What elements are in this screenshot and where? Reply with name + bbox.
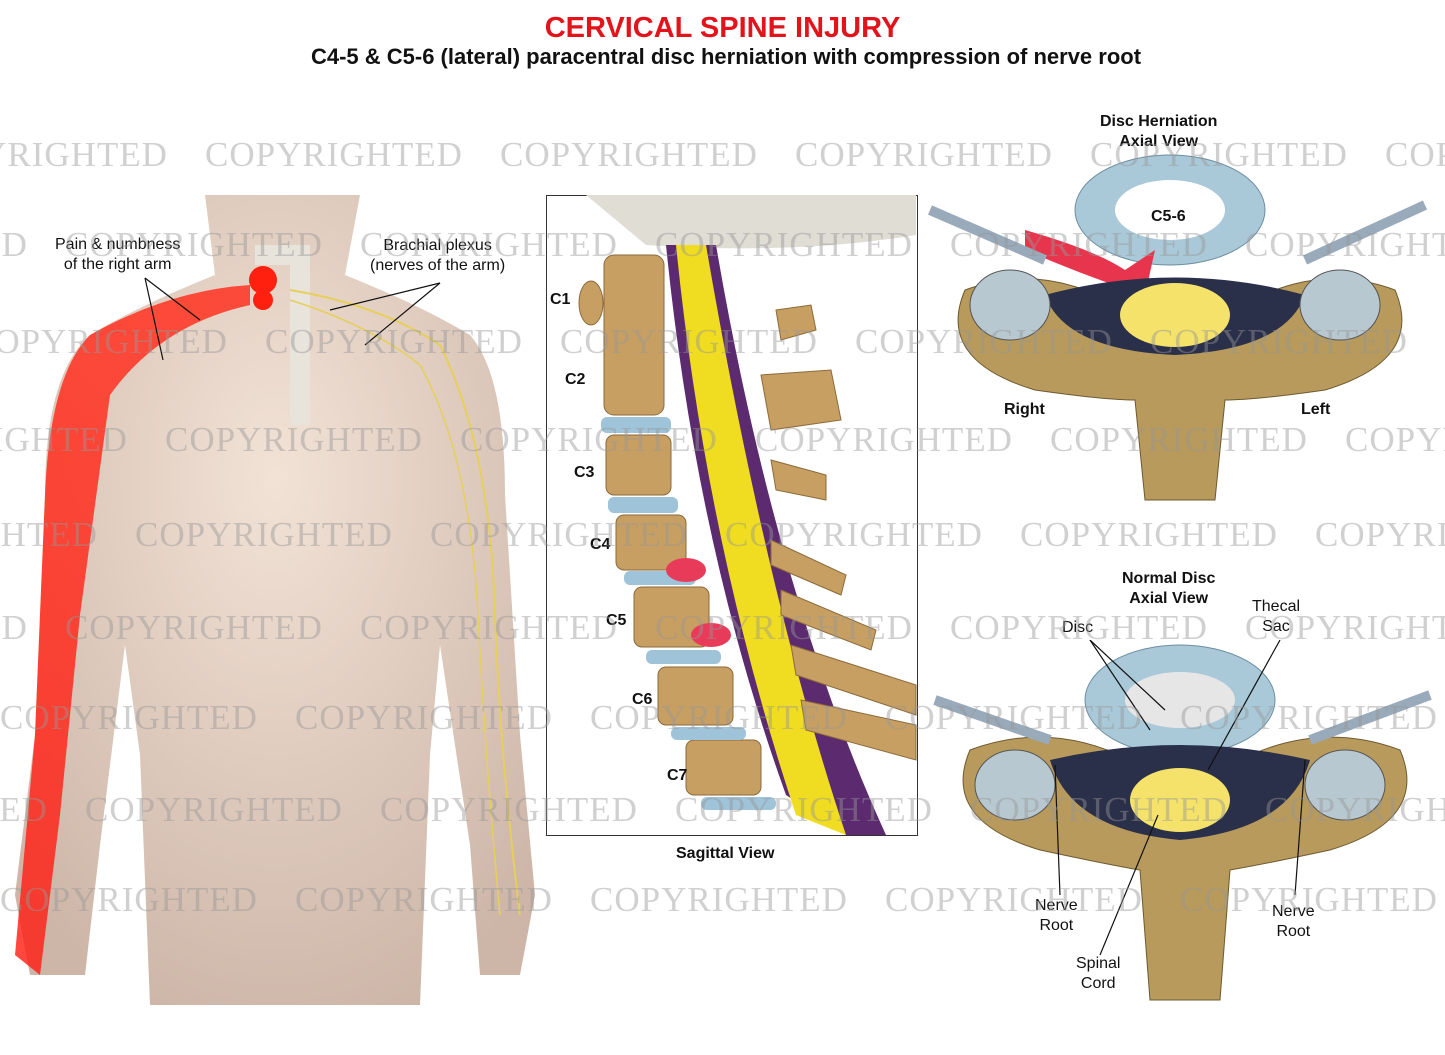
vertebra-label-c5: C5 xyxy=(606,612,627,629)
disc-level-label: C5-6 xyxy=(1151,208,1186,225)
spinal-cord xyxy=(1120,283,1230,347)
normal-spinal-cord xyxy=(1130,768,1230,832)
body-illustration xyxy=(15,195,535,1005)
herniation-c5-6 xyxy=(691,623,731,647)
vertebra-label-c7: C7 xyxy=(667,767,688,784)
watermark-text: COPYRIGHTED xyxy=(0,135,168,174)
pain-label: Pain & numbness of the right arm xyxy=(55,236,181,273)
vertebral-bodies xyxy=(603,254,762,796)
axial-herniation-illustration xyxy=(928,154,1428,501)
disc-label: Disc xyxy=(1062,619,1094,636)
right-side-label: Right xyxy=(1004,401,1045,418)
normal-view-title: Normal Disc Axial View xyxy=(1122,570,1216,607)
sagittal-caption: Sagittal View xyxy=(676,845,775,862)
watermark-text: COPYRIGHTED xyxy=(1020,515,1278,554)
watermark-text: COPYRIGHTED xyxy=(590,880,848,919)
nerve-root-left-label: Nerve Root xyxy=(1272,903,1315,940)
herniation-c4-5 xyxy=(666,558,706,582)
watermark-text: COPYRIGHTED xyxy=(500,135,758,174)
vertebra-label-c4: C4 xyxy=(590,536,611,553)
herniation xyxy=(1025,230,1155,295)
thecal-sac-label: Thecal Sac xyxy=(1252,598,1301,635)
pain-neck-spot xyxy=(249,266,277,294)
spinous-processes xyxy=(760,304,917,761)
vertebra-label-c3: C3 xyxy=(574,464,595,481)
nerve-root-right-label: Nerve Root xyxy=(1035,897,1078,934)
watermark-text: COPYRIGHTED xyxy=(205,135,463,174)
pain-arm-highlight xyxy=(15,285,250,975)
watermark-text: COPYRIGHTED xyxy=(1315,515,1445,554)
page-subtitle: C4-5 & C5-6 (lateral) paracentral disc h… xyxy=(310,44,1142,69)
left-side-label: Left xyxy=(1301,401,1331,418)
torso-shape xyxy=(15,195,535,1005)
spinal-cord-label: Spinal Cord xyxy=(1076,955,1121,992)
page-title: CERVICAL SPINE INJURY xyxy=(544,12,901,44)
discs xyxy=(601,417,776,810)
vertebra-label-c1: C1 xyxy=(550,291,571,308)
sagittal-view-illustration xyxy=(546,195,918,836)
vertebra-label-c6: C6 xyxy=(632,691,653,708)
vertebra-label-c2: C2 xyxy=(565,371,586,388)
axial-normal-illustration xyxy=(933,640,1432,1001)
brachial-plexus-nerves xyxy=(289,289,521,916)
brachial-plexus-label: Brachial plexus (nerves of the arm) xyxy=(370,237,506,274)
spinal-cord xyxy=(676,245,846,835)
herniation-view-title: Disc Herniation Axial View xyxy=(1100,113,1218,150)
